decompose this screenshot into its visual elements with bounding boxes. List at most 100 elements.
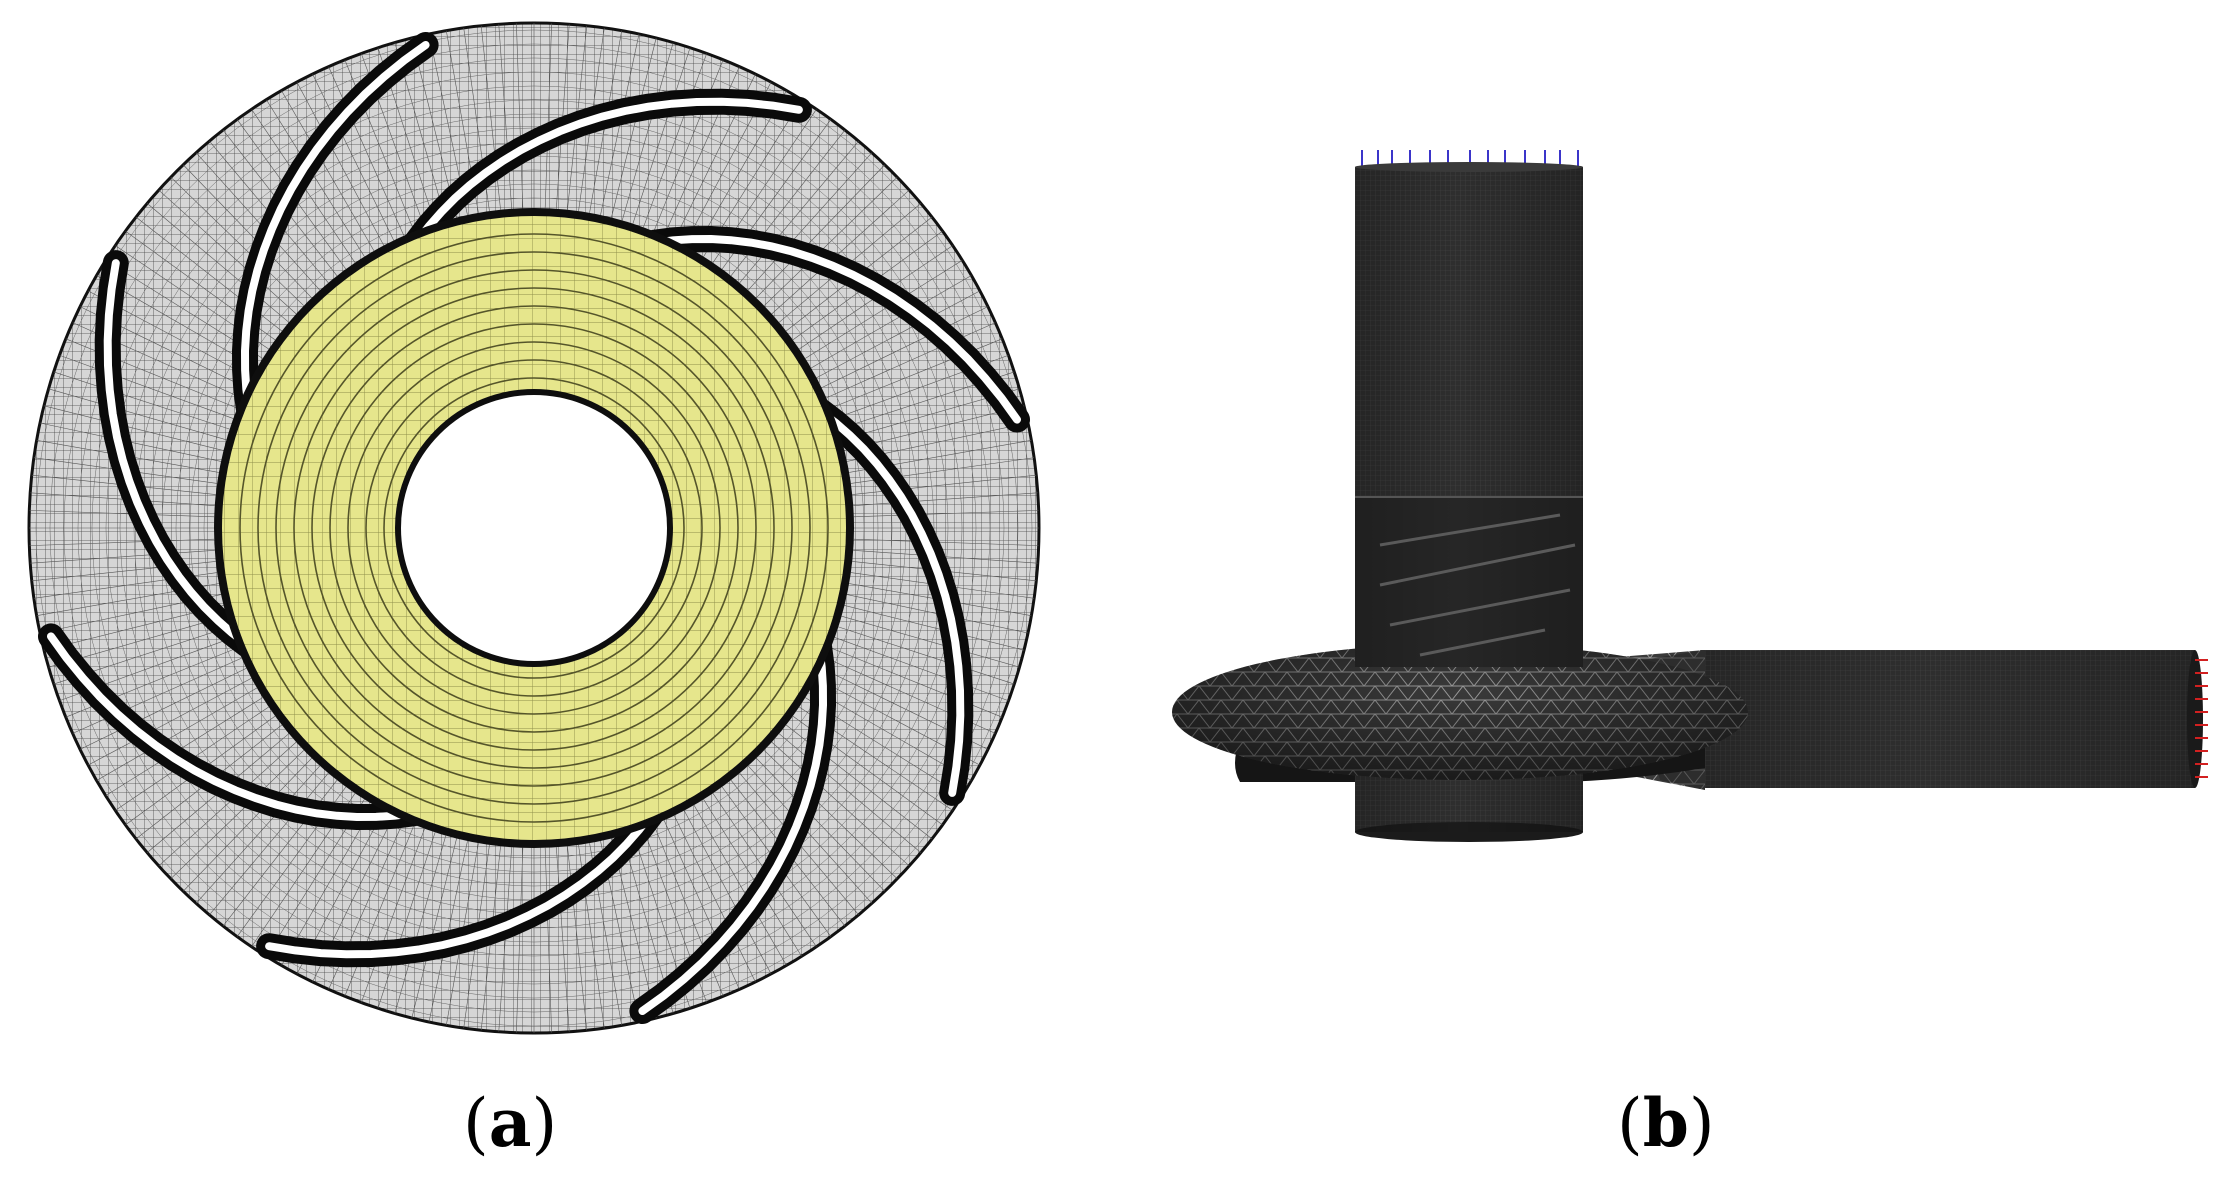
mesh-spoke bbox=[360, 828, 425, 1003]
mesh-spoke bbox=[170, 176, 305, 306]
hub-ring-line bbox=[329, 323, 739, 733]
mesh-spoke bbox=[170, 750, 305, 880]
blade-slot bbox=[638, 626, 828, 1015]
mesh-spoke bbox=[683, 810, 772, 975]
mesh-spoke bbox=[266, 99, 365, 257]
mesh-spoke bbox=[805, 260, 963, 359]
hub-ring-lines bbox=[239, 233, 829, 823]
mesh-ring bbox=[77, 71, 991, 985]
impeller-blades bbox=[38, 32, 1030, 1024]
mesh-spoke bbox=[29, 510, 215, 518]
mesh-ring bbox=[63, 57, 1005, 999]
mesh-spoke bbox=[841, 615, 1020, 668]
mesh-spoke bbox=[816, 290, 981, 379]
mesh-ring bbox=[35, 29, 1033, 1027]
mesh-spoke bbox=[838, 626, 1015, 685]
mesh-ring bbox=[119, 113, 949, 943]
label-b-letter: b bbox=[1642, 1084, 1689, 1162]
mesh-spoke bbox=[830, 647, 1003, 718]
hub-ring-line bbox=[275, 269, 793, 787]
mesh-spoke bbox=[30, 550, 215, 564]
mesh-spoke bbox=[653, 59, 724, 232]
mesh-ring bbox=[203, 197, 865, 859]
mesh-spoke bbox=[621, 42, 674, 221]
mesh-spoke bbox=[663, 820, 740, 990]
mesh-spoke bbox=[146, 203, 290, 323]
mesh-spoke bbox=[821, 306, 989, 388]
mesh-spoke bbox=[756, 757, 886, 892]
mesh-spoke bbox=[394, 835, 447, 1014]
blade-slot bbox=[632, 234, 1021, 424]
mesh-ring bbox=[175, 169, 893, 887]
mesh-spoke bbox=[87, 677, 252, 766]
label-a-letter: a bbox=[488, 1084, 532, 1162]
hub-ring-line bbox=[311, 305, 757, 751]
mesh-spoke bbox=[771, 741, 910, 867]
mesh-spoke bbox=[747, 765, 873, 904]
mesh-spoke bbox=[105, 697, 263, 796]
mesh-spoke bbox=[377, 832, 436, 1009]
blade-slot bbox=[802, 397, 965, 797]
mesh-spoke bbox=[756, 164, 886, 299]
hub-ring-line bbox=[293, 287, 775, 769]
mesh-spoke bbox=[853, 492, 1038, 506]
mesh-spoke bbox=[834, 637, 1009, 702]
label-a-close: ) bbox=[531, 1085, 558, 1162]
hub-ring bbox=[214, 208, 854, 848]
mesh-spoke bbox=[182, 164, 312, 299]
mesh-spoke bbox=[763, 176, 898, 306]
mesh-ring bbox=[105, 99, 963, 957]
blade-slot bbox=[103, 259, 266, 659]
hub-bore bbox=[395, 389, 673, 667]
mesh-ring bbox=[189, 183, 879, 873]
mesh-spoke bbox=[544, 23, 552, 209]
mesh-spoke bbox=[182, 757, 312, 892]
mesh-spoke bbox=[853, 510, 1039, 518]
mesh-spoke bbox=[65, 338, 238, 409]
mesh-ring bbox=[91, 85, 977, 971]
mesh-ring bbox=[133, 127, 935, 929]
mesh-spoke bbox=[158, 741, 297, 867]
label-a-open: ( bbox=[463, 1085, 489, 1162]
mesh-spoke bbox=[747, 152, 873, 291]
blade-slot bbox=[47, 632, 436, 822]
mesh-spoke bbox=[516, 847, 524, 1033]
mesh-spoke bbox=[59, 354, 234, 419]
mesh-spoke bbox=[516, 23, 524, 209]
mesh-spoke bbox=[195, 152, 321, 291]
mesh-spoke bbox=[810, 275, 972, 369]
mesh-spoke bbox=[674, 815, 756, 983]
mesh-spoke bbox=[498, 24, 512, 209]
mesh-spoke bbox=[544, 847, 552, 1033]
mesh-spoke bbox=[703, 799, 802, 957]
mesh-spoke bbox=[29, 538, 215, 546]
mesh-spoke bbox=[344, 824, 415, 997]
mesh-spoke bbox=[53, 371, 230, 430]
blade-slot bbox=[403, 97, 803, 260]
hub-ring-line bbox=[239, 233, 829, 823]
mesh-spoke bbox=[43, 405, 224, 451]
mesh-spoke bbox=[853, 538, 1039, 546]
mesh-spoke bbox=[693, 804, 787, 966]
mesh-spoke bbox=[763, 750, 898, 880]
mesh-spoke bbox=[328, 66, 405, 236]
hub-ring-line bbox=[383, 377, 685, 679]
hub-ring-line bbox=[365, 359, 703, 697]
mesh-spoke bbox=[611, 37, 657, 218]
volute-torus bbox=[1172, 644, 1748, 780]
mesh-spoke bbox=[312, 73, 394, 241]
mesh-ring bbox=[49, 43, 1019, 1013]
hub-ring-line bbox=[347, 341, 721, 715]
label-b-open: ( bbox=[1617, 1085, 1643, 1162]
mesh-spoke bbox=[411, 838, 457, 1019]
mesh-spoke bbox=[296, 81, 385, 246]
mesh-spoke bbox=[195, 765, 321, 904]
panel-label-a: (a) bbox=[463, 1090, 557, 1157]
mesh-spoke bbox=[281, 90, 375, 252]
mesh-spoke bbox=[632, 47, 691, 224]
mesh-spoke bbox=[826, 322, 996, 399]
mesh-spoke bbox=[771, 189, 910, 315]
outlet-boundary-arrows bbox=[2195, 659, 2208, 778]
blade-slot bbox=[240, 41, 430, 430]
